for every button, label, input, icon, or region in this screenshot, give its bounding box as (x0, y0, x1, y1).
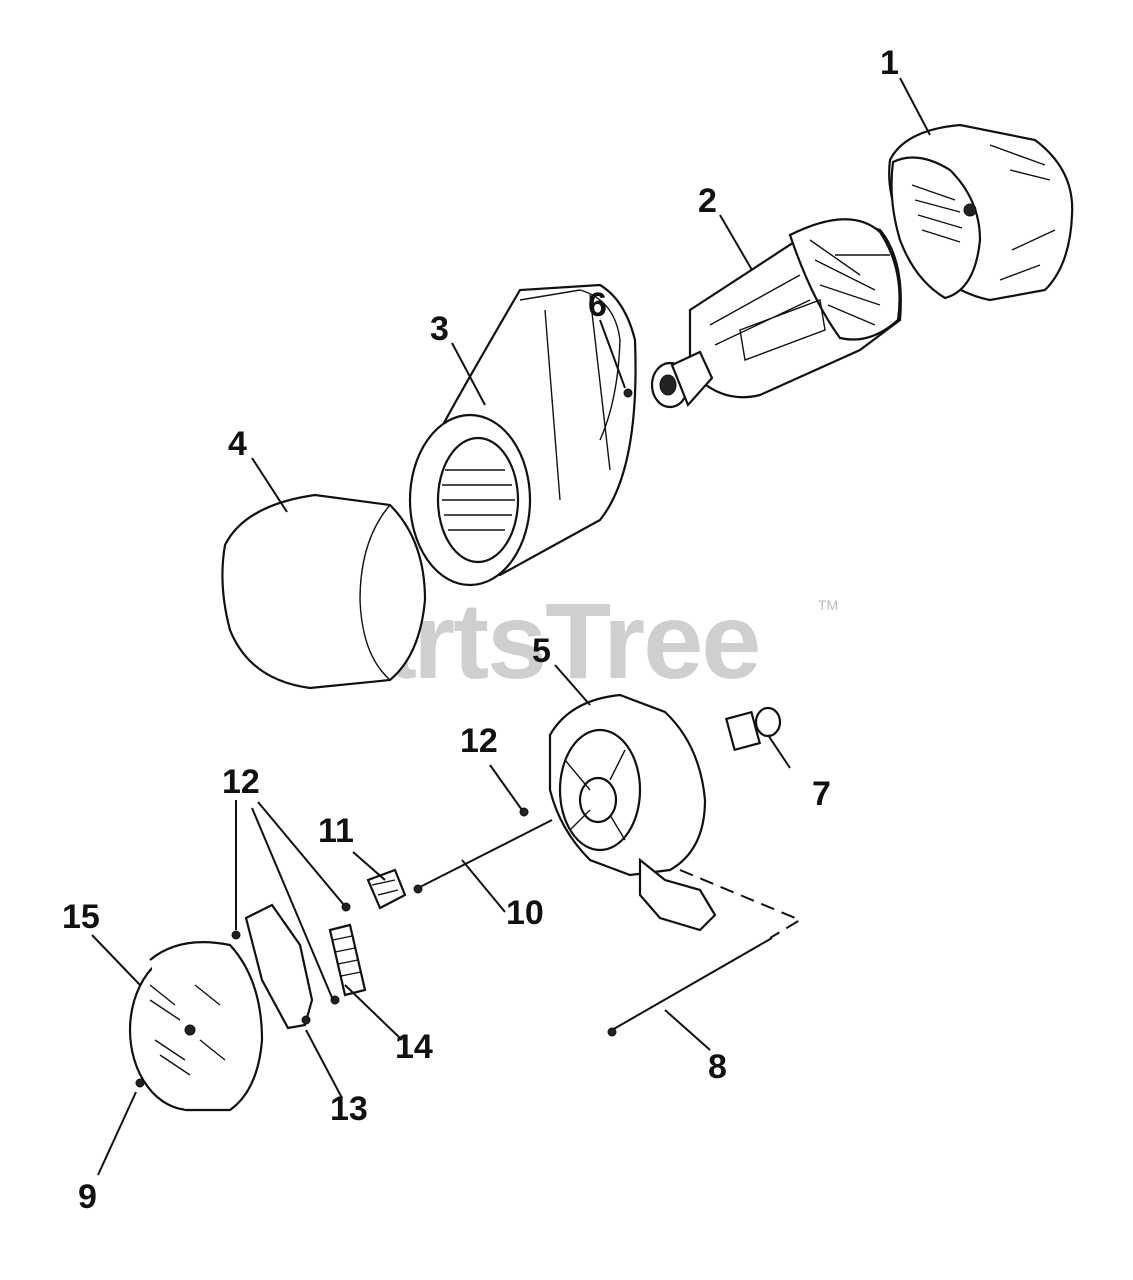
part-label-12b: 12 (222, 763, 260, 801)
stud-icon[interactable] (607, 869, 803, 1037)
part-label-8: 8 (708, 1048, 727, 1086)
stator-cover-icon[interactable] (221, 493, 427, 690)
through-bolt-icon[interactable] (413, 819, 553, 894)
part-label-1: 1 (880, 44, 899, 82)
rear-bearing-carrier-icon[interactable] (548, 693, 717, 932)
part-label-4: 4 (228, 425, 247, 463)
connector-icon[interactable] (724, 706, 791, 769)
part-label-6: 6 (588, 286, 607, 324)
leader-lines (91, 77, 931, 1176)
part-label-13: 13 (330, 1090, 368, 1128)
brush-holder-icon[interactable] (366, 868, 407, 910)
end-cover-icon[interactable] (128, 941, 264, 1112)
part-label-14: 14 (395, 1028, 433, 1066)
part-label-12a: 12 (460, 722, 498, 760)
rectifier-icon[interactable] (328, 923, 367, 997)
part-label-9: 9 (78, 1178, 97, 1216)
part-label-2: 2 (698, 182, 717, 220)
part-label-11: 11 (318, 812, 354, 850)
watermark-trademark: TM (818, 597, 838, 613)
bracket-icon[interactable] (244, 903, 314, 1030)
part-label-3: 3 (430, 310, 449, 348)
stator-icon[interactable] (408, 283, 637, 587)
rotor-icon[interactable] (650, 218, 902, 409)
part-label-10: 10 (506, 894, 544, 932)
part-label-7: 7 (812, 775, 831, 813)
end-bell-housing-icon[interactable] (888, 123, 1074, 302)
part-label-15: 15 (62, 898, 100, 936)
screw-icon[interactable] (623, 388, 633, 398)
part-label-5: 5 (532, 632, 551, 670)
